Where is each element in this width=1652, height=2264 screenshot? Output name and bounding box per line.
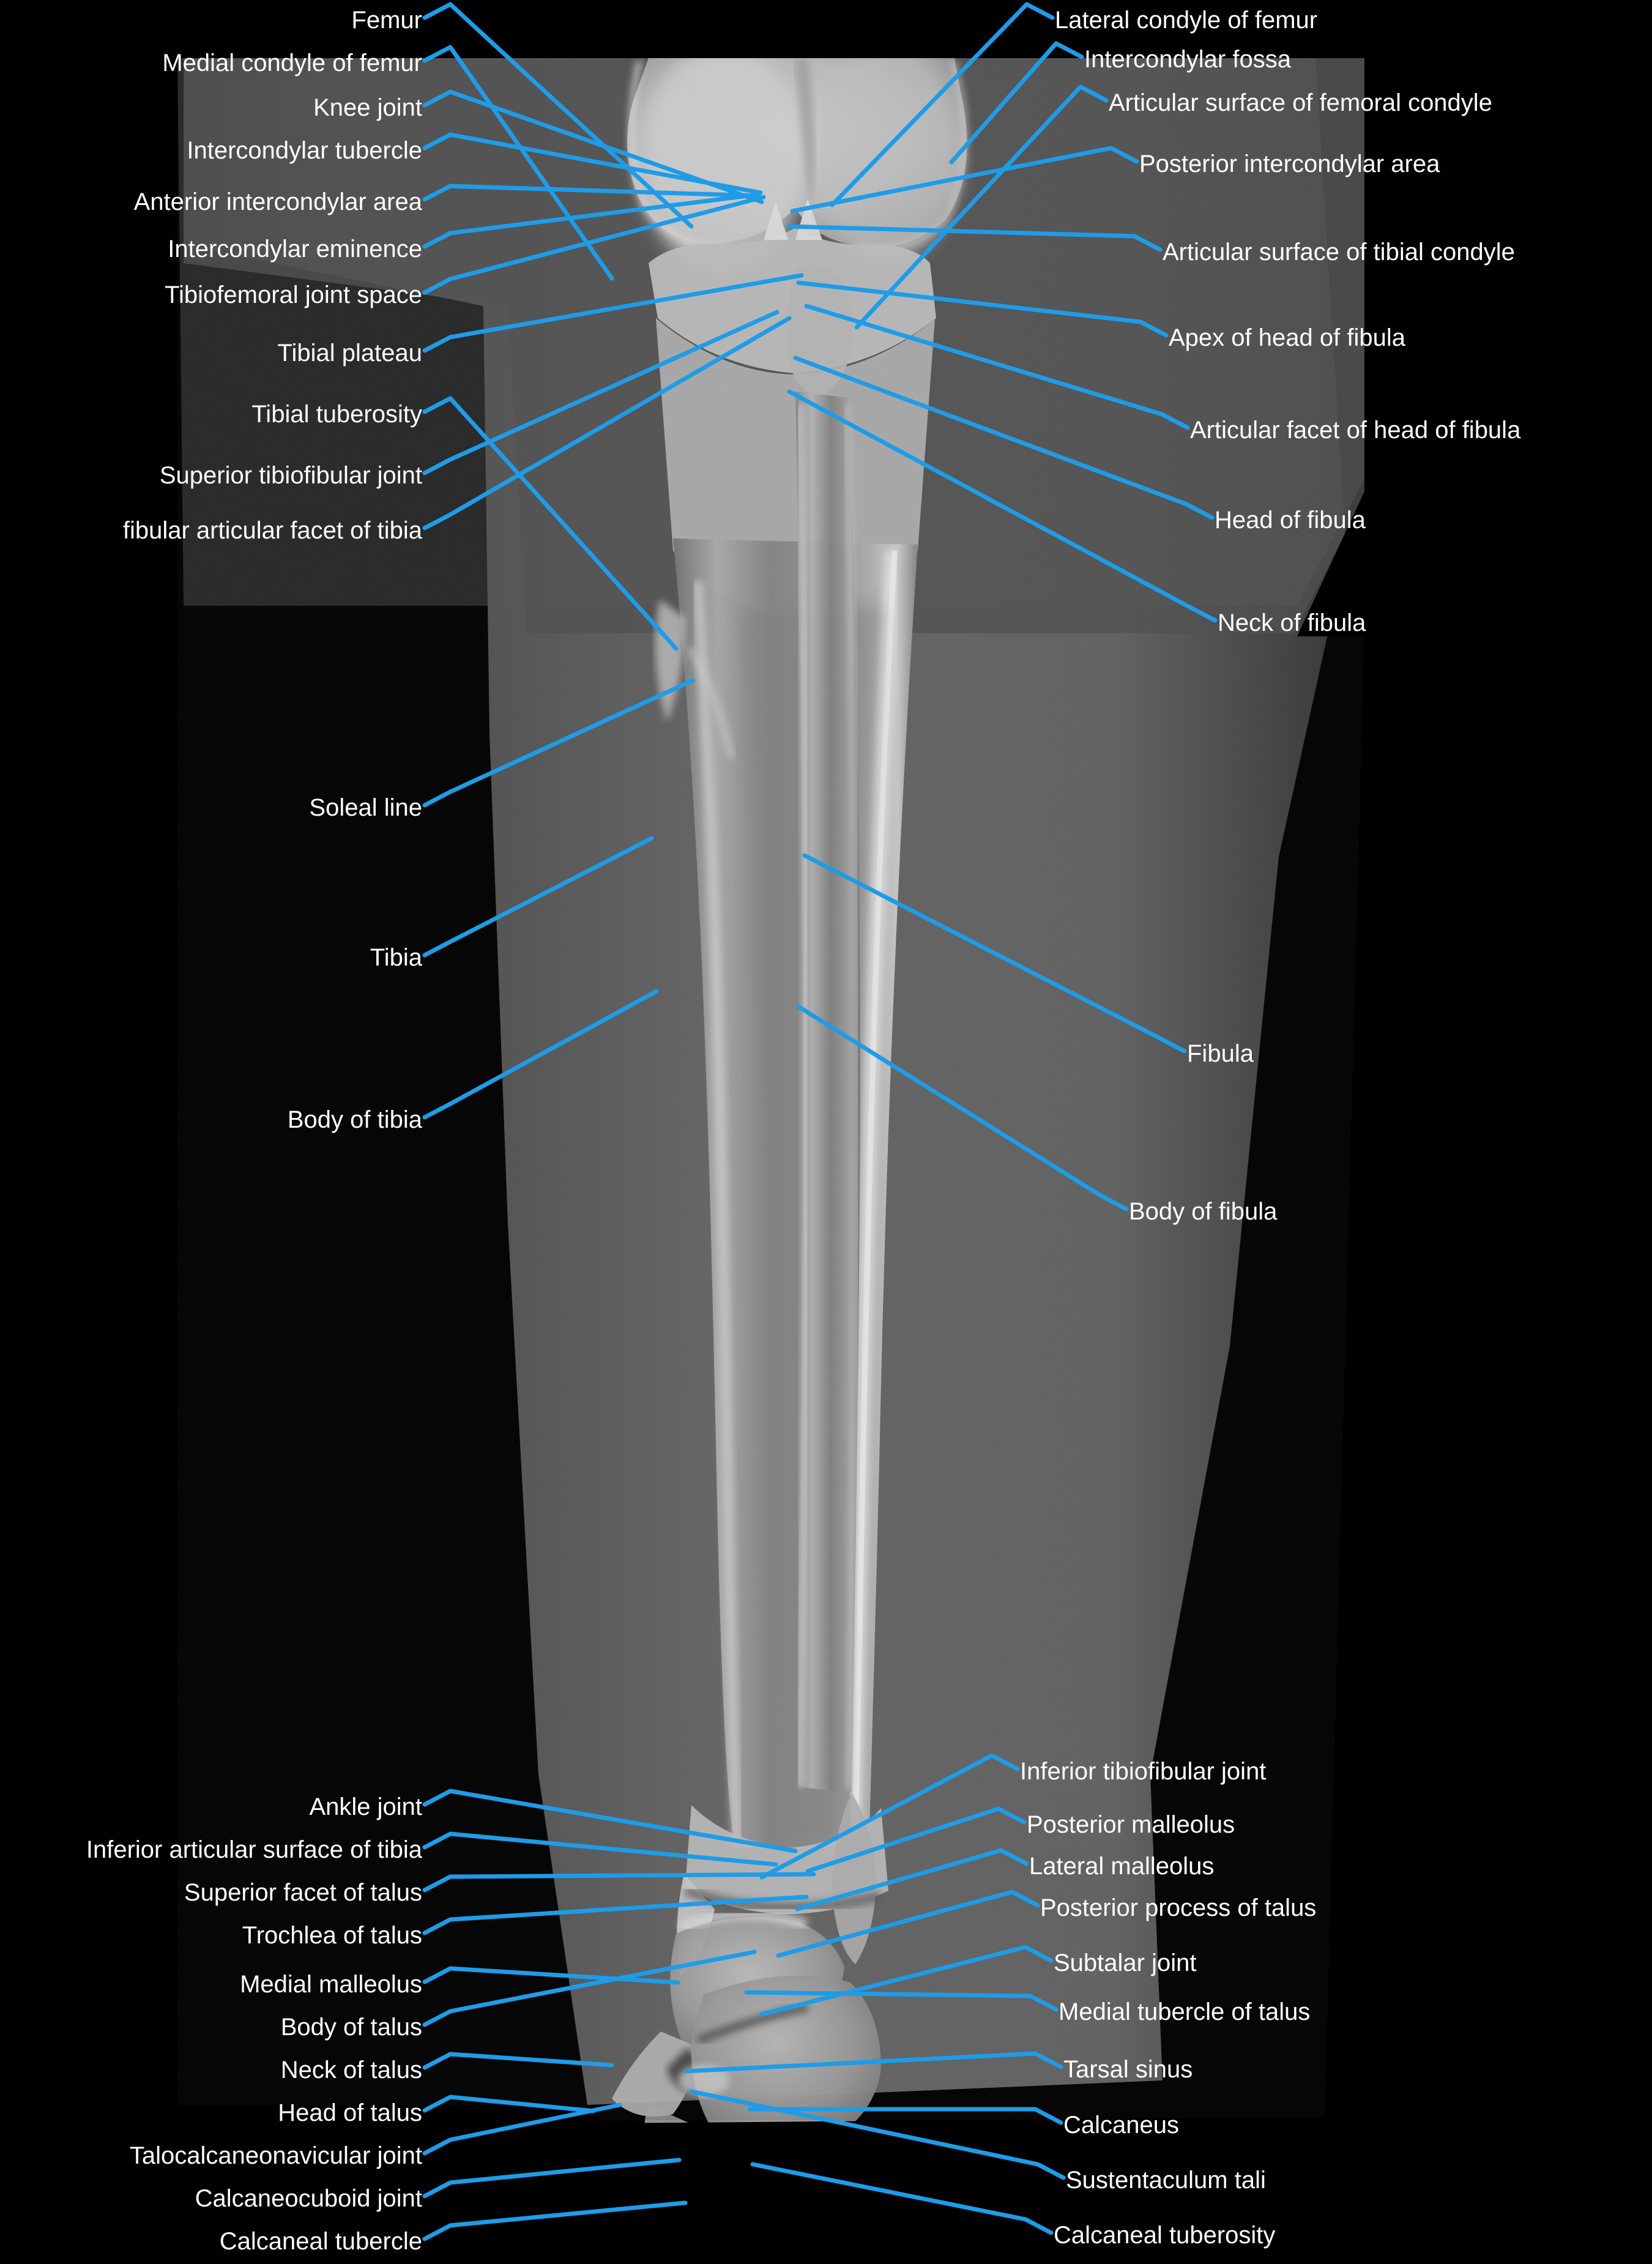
label-calcaneal-tubercle: Calcaneal tubercle [219,2228,422,2255]
label-intercondylar-fossa: Intercondylar fossa [1084,46,1291,73]
label-calcaneocuboid-joint: Calcaneocuboid joint [195,2185,422,2212]
label-tibiofemoral-joint-space: Tibiofemoral joint space [165,281,422,308]
label-medial-condyle-of-femur: Medial condyle of femur [162,50,422,76]
label-knee-joint: Knee joint [313,94,422,121]
label-body-of-talus: Body of talus [280,2014,422,2041]
label-inferior-tibiofibular-joint: Inferior tibiofibular joint [1020,1758,1267,1785]
label-talocalcaneonavicular-joint: Talocalcaneonavicular joint [129,2142,422,2169]
label-apex-of-head-of-fibula: Apex of head of fibula [1169,324,1405,351]
label-intercondylar-tubercle: Intercondylar tubercle [187,137,422,164]
label-lateral-condyle-of-femur: Lateral condyle of femur [1055,7,1318,34]
label-superior-tibiofibular-joint: Superior tibiofibular joint [159,462,422,489]
label-head-of-talus: Head of talus [278,2099,422,2126]
label-posterior-process-of-talus: Posterior process of talus [1040,1894,1317,1921]
label-articular-surface-of-femoral-condyle: Articular surface of femoral condyle [1109,89,1492,116]
label-anterior-intercondylar-area: Anterior intercondylar area [133,188,422,215]
label-medial-malleolus: Medial malleolus [240,1971,422,1998]
label-fibular-articular-facet-of-tibia: fibular articular facet of tibia [122,517,422,544]
label-inferior-articular-surface-of-tibia: Inferior articular surface of tibia [86,1836,422,1863]
label-subtalar-joint: Subtalar joint [1054,1949,1197,1976]
label-articular-surface-of-tibial-condyle: Articular surface of tibial condyle [1163,239,1515,266]
label-medial-tubercle-of-talus: Medial tubercle of talus [1059,1998,1311,2025]
label-femur: Femur [351,7,422,34]
label-tibial-tuberosity: Tibial tuberosity [251,401,422,428]
label-calcaneal-tuberosity: Calcaneal tuberosity [1054,2222,1276,2249]
label-sustentaculum-tali: Sustentaculum tali [1066,2167,1266,2194]
label-ankle-joint: Ankle joint [309,1793,422,1820]
label-intercondylar-eminence: Intercondylar eminence [168,236,422,263]
label-posterior-intercondylar-area: Posterior intercondylar area [1139,151,1440,177]
label-superior-facet-of-talus: Superior facet of talus [184,1879,422,1906]
label-body-of-fibula: Body of fibula [1129,1198,1278,1225]
label-soleal-line: Soleal line [309,794,422,821]
label-tibial-plateau: Tibial plateau [277,340,422,367]
label-tarsal-sinus: Tarsal sinus [1063,2056,1193,2083]
label-lateral-malleolus: Lateral malleolus [1029,1853,1215,1880]
label-neck-of-fibula: Neck of fibula [1218,609,1366,636]
label-trochlea-of-talus: Trochlea of talus [242,1922,422,1949]
label-tibia: Tibia [370,944,422,971]
label-head-of-fibula: Head of fibula [1215,507,1366,534]
label-posterior-malleolus: Posterior malleolus [1027,1811,1235,1838]
label-fibula: Fibula [1187,1040,1254,1067]
label-body-of-tibia: Body of tibia [287,1106,422,1133]
label-calcaneus: Calcaneus [1063,2112,1180,2139]
label-articular-facet-of-head-of-fibula: Articular facet of head of fibula [1190,417,1521,444]
label-neck-of-talus: Neck of talus [280,2057,422,2083]
